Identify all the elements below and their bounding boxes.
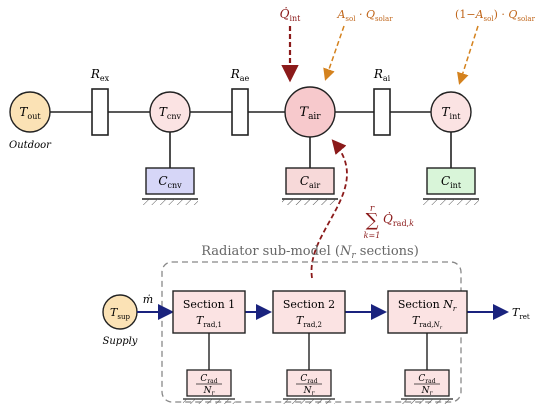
svg-text:k=1: k=1 [364, 231, 381, 240]
node-t-cnv: Tcnv [149, 91, 191, 133]
radiator-section-2: Section 2 Trad,2 [272, 290, 346, 334]
radiator-heat-flow: r ∑ k=1 Q̇rad,k [310, 139, 414, 279]
q-solar-air-input: Asol · Qsolar [323, 8, 393, 81]
capacitor-c-cnv: Ccnv [142, 167, 198, 205]
radiator-capacitor-nr: Crad Nr [401, 369, 453, 404]
svg-text:Section 2: Section 2 [283, 298, 335, 311]
resistor-r-ae: Rae [230, 67, 250, 136]
radiator-section-1: Section 1 Trad,1 [172, 290, 246, 334]
svg-text:Nr: Nr [303, 386, 316, 397]
mass-flow-label: ṁ [143, 293, 153, 306]
outdoor-caption: Outdoor [9, 140, 52, 151]
q-int-input: Q̇int [280, 6, 302, 83]
node-t-air: Tair [284, 86, 336, 138]
radiator-capacitor-2: Crad Nr [283, 369, 335, 404]
radiator-title: Radiator sub-model (Nr sections) [201, 244, 419, 261]
main-network-wires [50, 111, 452, 168]
resistor-r-ex: Rex [90, 67, 110, 136]
q-solar-int-input: (1−Asol) · Qsolar [455, 8, 536, 85]
svg-text:Crad: Crad [418, 374, 435, 385]
outlet-label: Tret [512, 306, 530, 321]
svg-text:Q̇int: Q̇int [280, 6, 302, 23]
radiator-capacitor-1: Crad Nr [183, 369, 235, 404]
svg-text:Section Nr: Section Nr [398, 298, 457, 313]
svg-text:Section 1: Section 1 [183, 298, 235, 311]
svg-text:Nr: Nr [421, 386, 434, 397]
resistor-r-ai: Rai [373, 67, 391, 136]
supply-caption: Supply [103, 336, 138, 347]
svg-text:Crad: Crad [300, 374, 317, 385]
node-t-sup: Tsup [102, 294, 138, 330]
svg-text:∑: ∑ [366, 210, 379, 231]
node-t-out: Tout [9, 91, 51, 133]
svg-text:r: r [370, 204, 375, 214]
section-capacitor-wires [208, 333, 428, 370]
capacitor-c-int: Cint [423, 167, 479, 205]
svg-text:Asol · Qsolar: Asol · Qsolar [336, 8, 393, 23]
svg-text:Q̇rad,k: Q̇rad,k [383, 211, 414, 228]
svg-text:Rex: Rex [90, 67, 110, 83]
capacitor-c-air: Cair [282, 167, 338, 205]
radiator-section-nr: Section Nr Trad,Nr [387, 290, 468, 334]
svg-text:Crad: Crad [200, 374, 217, 385]
svg-text:Nr: Nr [203, 386, 216, 397]
svg-text:Rai: Rai [373, 67, 391, 83]
svg-text:(1−Asol) · Qsolar: (1−Asol) · Qsolar [455, 8, 536, 23]
node-t-int: Tint [430, 91, 472, 133]
svg-text:Rae: Rae [230, 67, 250, 83]
